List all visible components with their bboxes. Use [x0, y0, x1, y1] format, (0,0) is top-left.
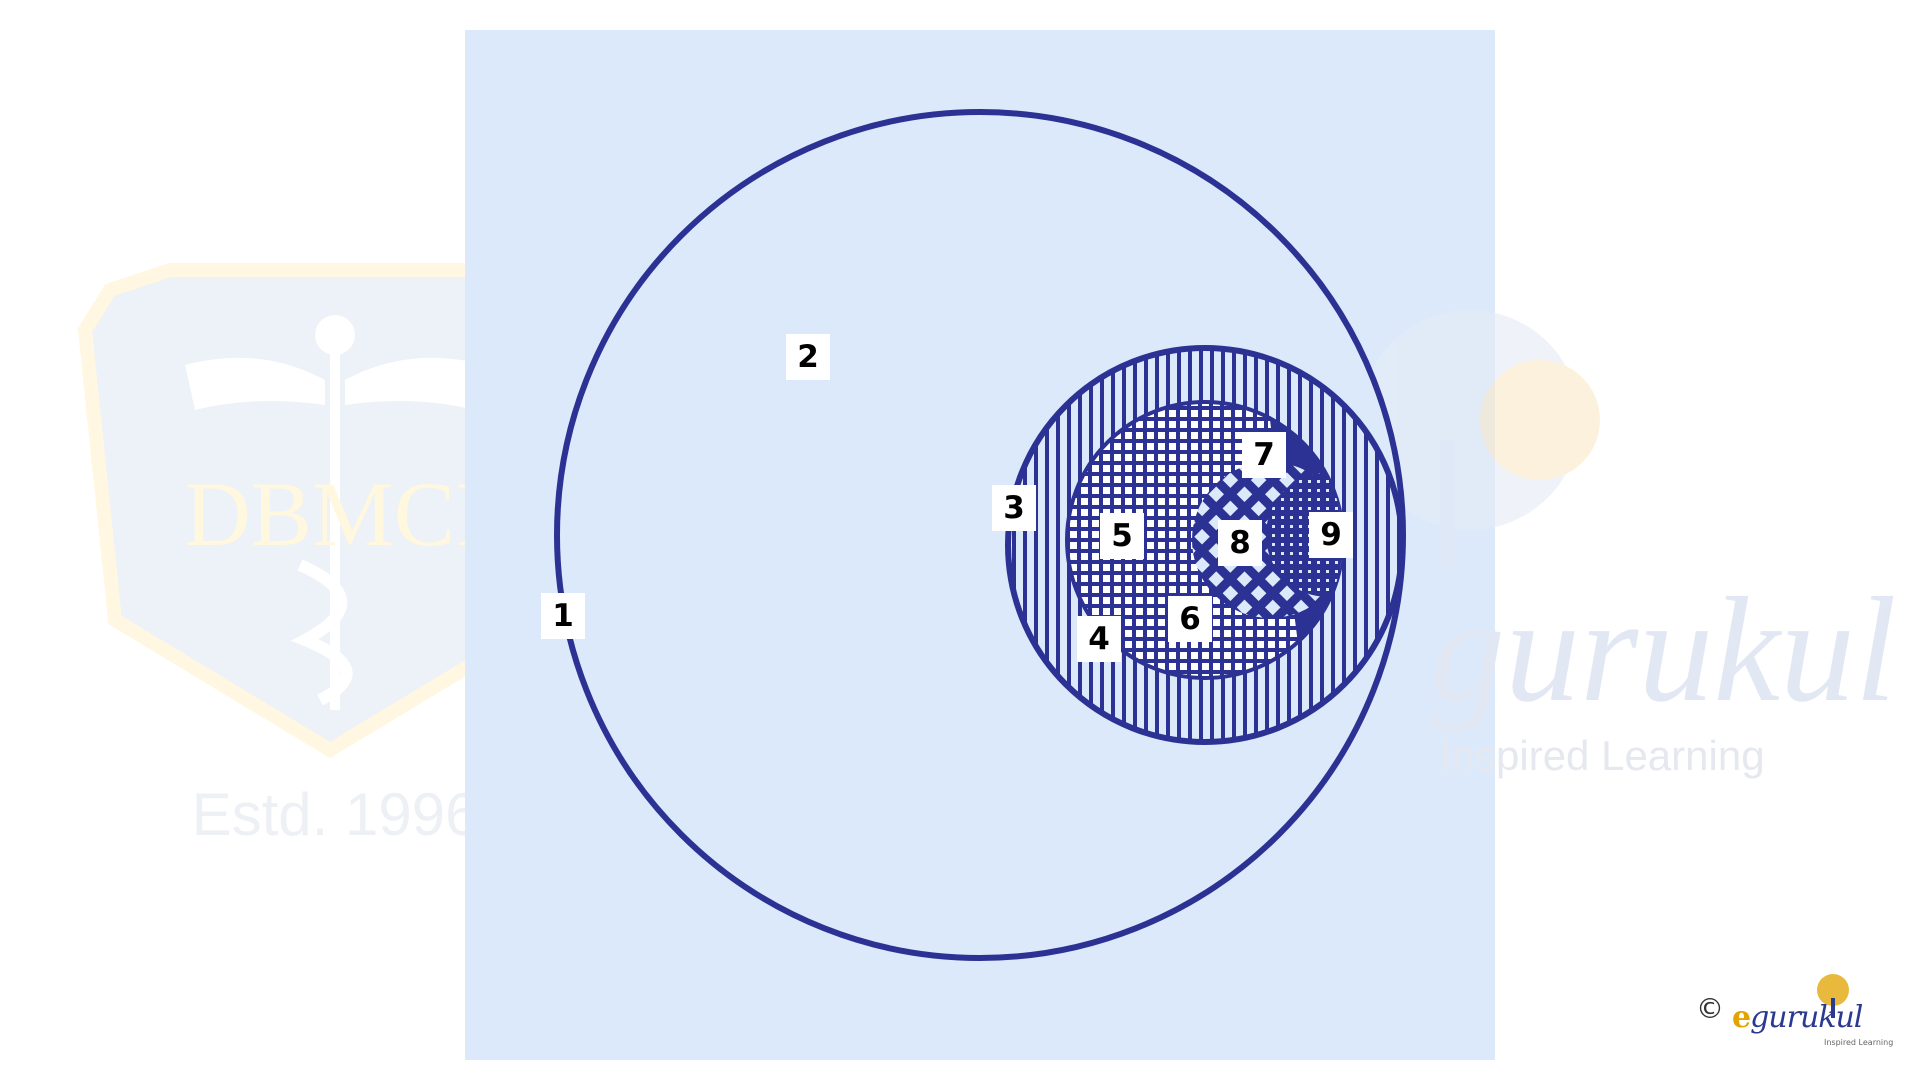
label-7: 7 — [1242, 432, 1286, 478]
brand-tagline: Inspired Learning — [1824, 1038, 1894, 1047]
brand-tree-icon — [1817, 974, 1849, 1018]
gurukul-watermark-tagline: Inspired Learning — [1440, 732, 1765, 779]
gurukul-watermark-logo: gurukul Inspired Learning — [1360, 310, 1897, 779]
diagram-labels: 1 2 3 4 5 6 7 — [541, 334, 1353, 662]
tree-icon — [1360, 310, 1600, 570]
svg-text:4: 4 — [1088, 621, 1110, 657]
label-8: 8 — [1218, 520, 1262, 566]
svg-text:5: 5 — [1111, 518, 1133, 554]
svg-text:6: 6 — [1179, 601, 1201, 637]
label-3: 3 — [992, 485, 1036, 531]
dbmci-watermark-text: DBMCI — [184, 463, 486, 565]
label-1: 1 — [541, 593, 585, 639]
brand-word: gurukul — [1750, 1000, 1863, 1035]
gurukul-watermark-word: gurukul — [1430, 567, 1897, 733]
nested-circles-diagram: 1 2 3 4 5 6 7 — [541, 109, 1406, 961]
copyright-brand: © egurukul Inspired Learning — [1696, 974, 1906, 1050]
label-2: 2 — [786, 334, 830, 380]
copyright-symbol: © — [1696, 992, 1724, 1025]
established-watermark: Estd. 1996 — [192, 781, 479, 848]
caduceus-icon — [185, 315, 485, 710]
brand-logo: egurukul — [1732, 1000, 1863, 1035]
svg-text:8: 8 — [1229, 525, 1251, 561]
svg-text:9: 9 — [1320, 517, 1342, 553]
svg-text:7: 7 — [1253, 437, 1275, 473]
label-5: 5 — [1100, 513, 1144, 559]
brand-e: e — [1732, 1000, 1751, 1035]
label-6: 6 — [1168, 596, 1212, 642]
svg-text:1: 1 — [552, 598, 574, 634]
svg-text:2: 2 — [797, 339, 819, 375]
label-9: 9 — [1309, 512, 1353, 558]
label-4: 4 — [1077, 616, 1121, 662]
svg-text:3: 3 — [1003, 490, 1025, 526]
